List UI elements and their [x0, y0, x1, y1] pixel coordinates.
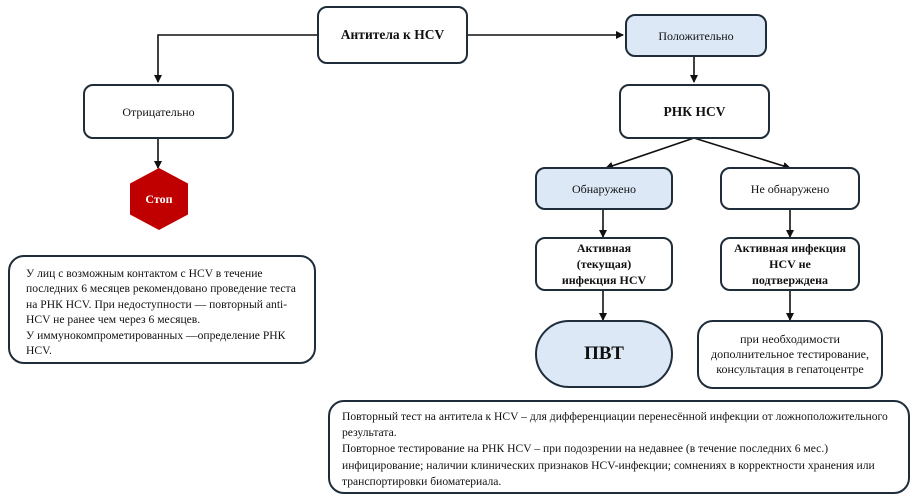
- note-left-recommendation: У лиц с возможным контактом с HCV в тече…: [8, 255, 316, 364]
- node-stop: Стоп: [130, 168, 188, 230]
- note-left-paragraph: У лиц с возможным контактом с HCV в тече…: [26, 267, 296, 327]
- node-hcv-antibodies: Антитела к HCV: [317, 6, 468, 64]
- node-negative-label: Отрицательно: [122, 104, 195, 119]
- node-additional-testing-label: при необходимости дополнительное тестиро…: [711, 332, 869, 376]
- note-bottom-paragraph: Повторный тест на антитела к HCV – для д…: [342, 410, 888, 440]
- node-active-infection-label: Активная (текущая) инфекция HCV: [561, 241, 647, 287]
- stop-hexagon-icon: [130, 168, 188, 230]
- node-positive-label: Положительно: [658, 28, 734, 43]
- node-infection-not-confirmed: Активная инфекция HCV не подтверждена: [720, 237, 860, 291]
- note-bottom-retesting: Повторный тест на антитела к HCV – для д…: [328, 400, 910, 494]
- edge-rna-to-detected: [605, 137, 695, 170]
- node-not-detected: Не обнаружено: [720, 167, 860, 210]
- node-pvt-therapy-label: ПВТ: [584, 343, 624, 364]
- node-hcv-antibodies-label: Антитела к HCV: [340, 27, 445, 42]
- node-active-infection: Активная (текущая) инфекция HCV: [535, 237, 673, 291]
- node-positive: Положительно: [625, 14, 767, 57]
- node-detected: Обнаружено: [535, 167, 673, 210]
- node-hcv-rna: РНК HCV: [619, 84, 770, 139]
- node-hcv-rna-label: РНК HCV: [663, 103, 726, 119]
- edge-rna-to-not-detected: [693, 137, 791, 170]
- node-pvt-therapy: ПВТ: [535, 320, 673, 388]
- node-detected-label: Обнаружено: [571, 181, 637, 196]
- note-bottom-paragraph: Повторное тестирование на РНК HCV – при …: [342, 442, 875, 488]
- edge-antibodies-to-negative: [154, 34, 317, 83]
- note-left-paragraph: У иммунокомпрометированных —определение …: [26, 328, 286, 358]
- node-not-detected-label: Не обнаружено: [750, 181, 830, 196]
- node-negative: Отрицательно: [83, 84, 234, 139]
- node-additional-testing: при необходимости дополнительное тестиро…: [697, 320, 883, 389]
- node-infection-not-confirmed-label: Активная инфекция HCV не подтверждена: [734, 241, 846, 287]
- node-stop-label: Стоп: [145, 191, 173, 206]
